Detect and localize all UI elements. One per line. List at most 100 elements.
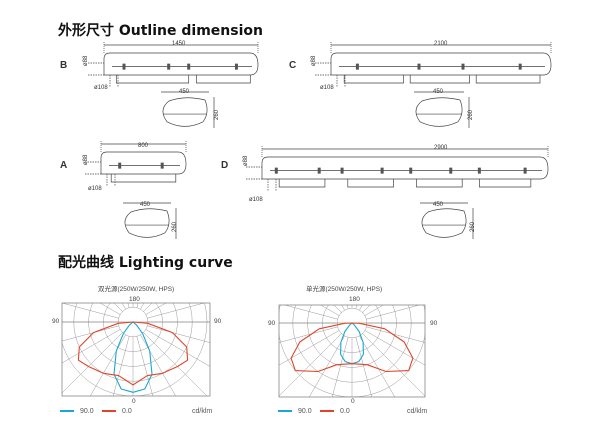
chart1-angle-bottom: 0: [132, 398, 136, 405]
legend-label: 0.0: [122, 408, 132, 415]
grid-ray: [341, 305, 345, 311]
model-c-section-height: 260: [468, 109, 474, 120]
chart1-angle-right: 90: [214, 318, 222, 325]
grid-ray: [359, 305, 363, 311]
model-a-label: A: [60, 160, 68, 171]
model-a-section-width: 450: [140, 202, 151, 208]
model-c-section-width: 450: [433, 89, 444, 95]
gear-box: [409, 75, 470, 84]
chart1-unit: cd/klm: [192, 408, 213, 415]
model-d-height: ø88: [243, 155, 249, 166]
model-a-section-height: 260: [172, 221, 178, 232]
model-c-label: C: [289, 60, 297, 71]
grid-ray: [355, 305, 358, 309]
gear-box: [347, 179, 394, 188]
legend-swatch-blue: [60, 410, 74, 412]
chart2-angle-top: 180: [349, 296, 360, 303]
grid-ray: [366, 305, 420, 320]
legend-label: 90.0: [80, 408, 94, 415]
chart2-angle-right: 90: [430, 320, 438, 327]
section-outline: [421, 208, 467, 238]
grid-ray: [143, 332, 208, 396]
grid-ray: [284, 305, 338, 320]
lamp-elevation: [85, 141, 187, 186]
polar-chart: [61, 302, 211, 397]
grid-ray: [62, 303, 119, 319]
model-d-label: D: [221, 160, 229, 171]
grid-ray: [62, 329, 121, 364]
legend-swatch-red: [102, 410, 116, 412]
model-d-length: 2900: [434, 145, 448, 151]
chart1-title: 双光源(250W/250W, HPS): [98, 286, 175, 293]
model-c-height: ø88: [311, 55, 317, 66]
grid-ray: [99, 303, 121, 315]
model-d-diameter: ø108: [249, 197, 263, 203]
grid-ray: [366, 326, 425, 343]
grid-ray: [140, 303, 145, 310]
lamp-elevation: [246, 146, 549, 191]
lamp-clip: [409, 167, 413, 174]
gear-box: [278, 179, 326, 188]
lamp-cross-section: [420, 202, 474, 239]
section-outline: [415, 97, 463, 127]
grid-ray: [333, 305, 342, 313]
grid-ray: [140, 334, 176, 396]
grid-ray: [62, 325, 119, 342]
grid-ray: [320, 305, 340, 316]
lamp-clip: [380, 167, 384, 174]
lamp-body: [100, 151, 187, 175]
grid-ray: [279, 326, 338, 343]
grid-ray: [113, 303, 123, 312]
lamp-cross-section: [161, 91, 215, 128]
grid-ray: [90, 334, 126, 396]
model-b-section-width: 450: [179, 89, 190, 95]
lamp-clip: [449, 167, 453, 174]
lamp-body: [103, 52, 259, 76]
legend-swatch-red: [320, 410, 334, 412]
outline-dimension-title: 外形尺寸 Outline dimension: [58, 23, 263, 39]
chart1-legend-90: 90.0: [60, 408, 94, 415]
chart2-unit: cd/klm: [407, 408, 428, 415]
grid-ray: [279, 333, 342, 397]
lamp-clip: [477, 167, 481, 174]
chart1-legend-0: 0.0: [102, 408, 132, 415]
lamp-clip: [187, 63, 191, 70]
grid-ray: [346, 305, 349, 309]
series-90-0-curve: [113, 321, 153, 393]
lamp-clip: [417, 63, 421, 70]
grid-ray: [143, 303, 153, 312]
grid-ray: [364, 305, 384, 316]
grid-ray: [147, 303, 204, 319]
lamp-clip: [523, 167, 527, 174]
model-a-diameter: ø108: [88, 186, 102, 192]
lamp-clip: [122, 63, 126, 70]
gear-box: [343, 75, 404, 84]
model-b-height: ø88: [83, 55, 89, 66]
model-c-diameter: ø108: [320, 85, 334, 91]
plot-frame: [278, 304, 426, 398]
model-d-section-width: 450: [433, 202, 444, 208]
lamp-clip: [167, 63, 171, 70]
grid-ray: [62, 332, 123, 394]
model-b-diameter: ø108: [94, 85, 108, 91]
model-b-label: B: [60, 60, 68, 71]
lamp-cross-section: [123, 202, 177, 239]
grid-ray: [362, 305, 371, 313]
plot-frame: [61, 302, 211, 397]
lamp-clip: [274, 167, 278, 174]
model-c-length: 2100: [434, 41, 448, 47]
mount-dims: [315, 62, 346, 87]
model-a-length: 800: [138, 143, 149, 149]
series-0-0-curve: [290, 322, 414, 373]
lamp-cross-section: [414, 91, 470, 128]
grid-ray: [362, 333, 425, 397]
legend-swatch-blue: [278, 410, 292, 412]
lamp-clip: [160, 162, 164, 169]
lamp-clip: [461, 63, 465, 70]
gear-box: [416, 179, 463, 188]
lamp-clip: [234, 63, 238, 70]
lamp-elevation: [315, 42, 552, 87]
grid-ray: [136, 303, 139, 308]
grid-ray: [121, 303, 126, 310]
